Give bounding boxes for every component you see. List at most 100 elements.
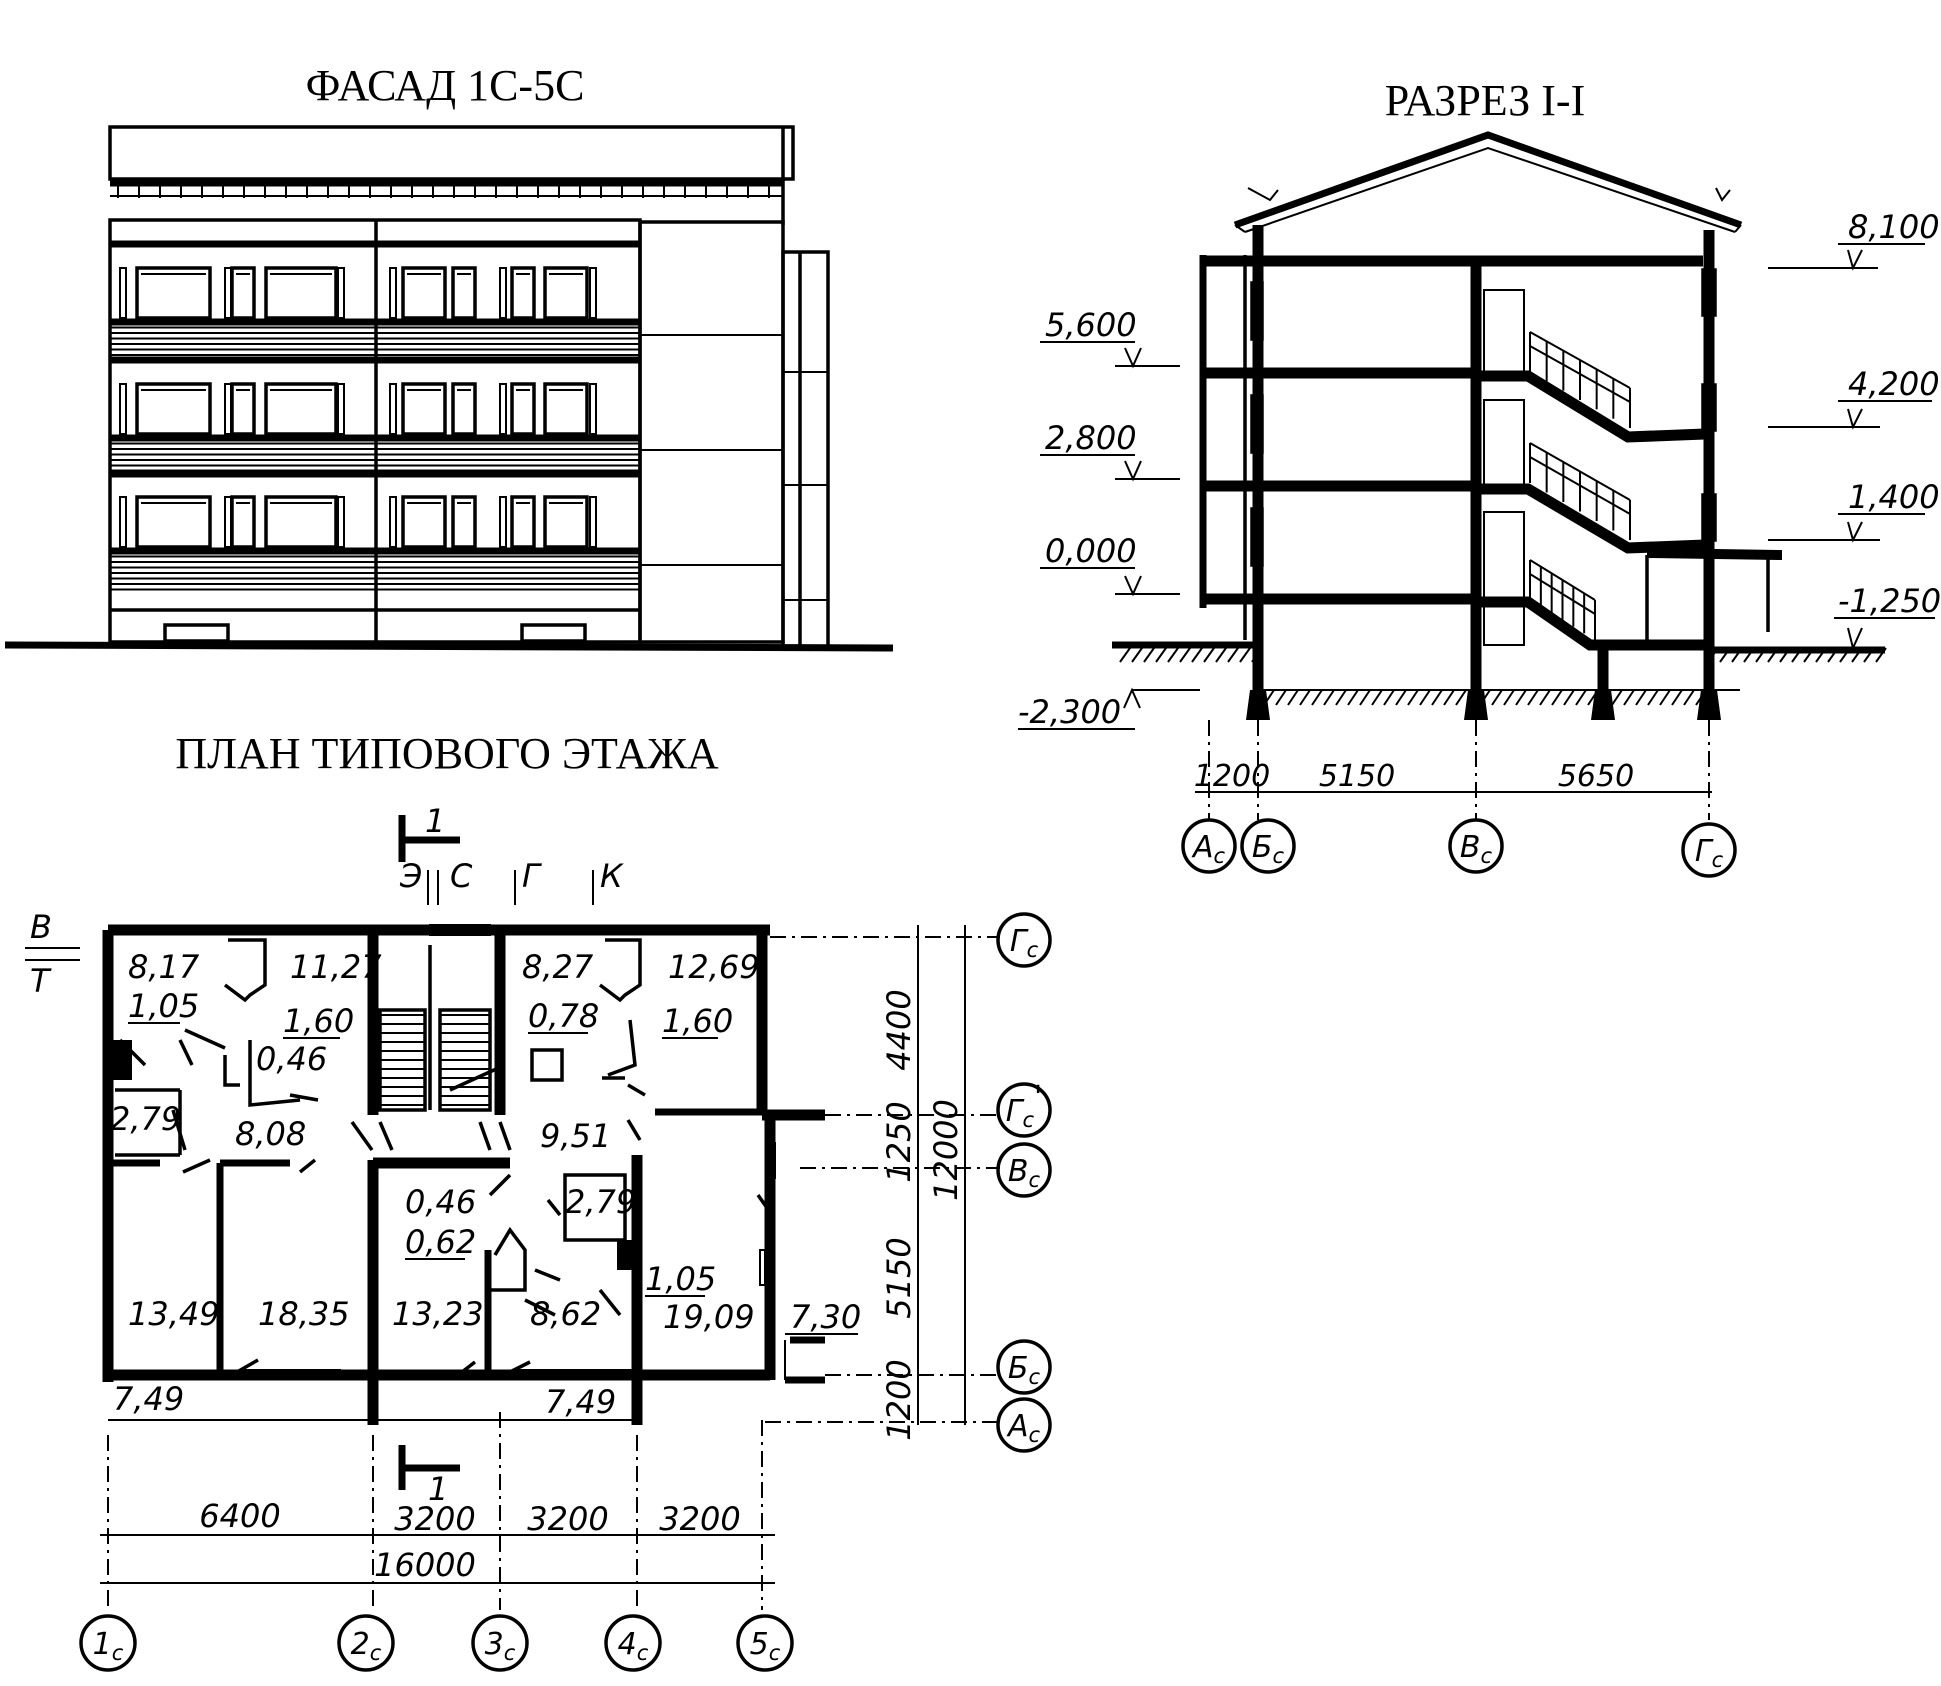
plan-dim: 3200	[527, 1500, 608, 1538]
facade-window	[264, 266, 338, 320]
facade-pier	[119, 383, 127, 435]
hatch-stroke	[1215, 647, 1227, 663]
plan-door	[756, 1193, 774, 1217]
plan-doors	[118, 1028, 774, 1374]
elev-label: -2,300	[1018, 693, 1121, 731]
section-axis-bubble-v: Вс	[1448, 818, 1504, 874]
plan-door	[460, 1360, 477, 1374]
section-footing	[1464, 690, 1488, 720]
hatch-stroke	[1395, 689, 1407, 706]
section-window	[1250, 507, 1264, 567]
svg-text:Гс': Гс'	[1006, 1080, 1043, 1132]
plan-stair-treads	[380, 1014, 490, 1106]
plan-chimney	[110, 1040, 132, 1080]
plan-dim: 6400	[199, 1497, 280, 1535]
svg-text:Гс: Гс	[1695, 834, 1724, 872]
section-axis-bubble-b: Бс	[1240, 818, 1296, 874]
hatch-stroke	[1443, 689, 1455, 706]
section-canopy	[1647, 548, 1782, 560]
facade-floors	[110, 240, 640, 591]
section-gutter-right	[1715, 187, 1731, 202]
facade-side-block	[781, 250, 830, 649]
hatch-stroke	[1155, 647, 1167, 663]
hatch-stroke	[1383, 689, 1395, 706]
facade-window	[451, 266, 477, 320]
plan-door	[236, 1358, 259, 1374]
facade-window	[401, 495, 447, 549]
plan-door	[534, 1268, 561, 1282]
section-dim: 5650	[1558, 759, 1634, 794]
room-area: 1,60	[662, 1002, 733, 1040]
room-area: 19,09	[663, 1298, 755, 1336]
svg-text:Вс: Вс	[1460, 830, 1493, 868]
section-eave-left	[1234, 224, 1246, 233]
plan-window	[429, 924, 491, 936]
section-door	[1483, 604, 1525, 646]
section-drawing: 8,100 5,600 4,200 2,800	[1018, 131, 1941, 878]
section-window	[1250, 281, 1264, 341]
elev-arrow	[1123, 687, 1141, 709]
facade-window	[135, 266, 212, 320]
facade-pier	[499, 267, 507, 319]
facade-pier	[389, 267, 397, 319]
plan-door	[289, 1093, 319, 1102]
section-roof-outer	[1233, 131, 1743, 229]
section-door	[1483, 399, 1525, 489]
svg-text:Бс: Бс	[1008, 1351, 1041, 1389]
hatch-stroke	[1299, 689, 1311, 706]
facade-pier	[499, 496, 507, 548]
facade-staircase-block	[638, 220, 785, 644]
typical-floor-plan: 8,17 11,27 1,05 1,60 0,46 2,79 8,08 8,27…	[25, 802, 1052, 1672]
hatch-stroke	[1635, 689, 1647, 706]
section-ground-hatching	[1119, 647, 1887, 706]
room-area: 13,23	[392, 1295, 484, 1333]
room-area: 7,49	[545, 1383, 616, 1421]
facade-window	[230, 266, 256, 320]
elev-arrow	[1847, 521, 1863, 543]
facade-window	[401, 382, 447, 436]
room-area: 8,27	[522, 948, 594, 986]
facade-pier	[389, 496, 397, 548]
plan-bath-fixture	[598, 938, 642, 1003]
section-window	[1701, 383, 1717, 432]
hatch-stroke	[1311, 689, 1323, 706]
section-stair-flight	[1478, 483, 1706, 554]
svg-text:5с: 5с	[750, 1627, 781, 1665]
facade-window	[451, 382, 477, 436]
facade-pier	[224, 267, 232, 319]
hatch-stroke	[1803, 647, 1815, 663]
facade-window	[510, 495, 536, 549]
elev-arrow	[1124, 575, 1142, 597]
facade-pier	[389, 383, 397, 435]
hatch-stroke	[1683, 689, 1695, 706]
section-footing	[1246, 690, 1270, 720]
room-area: 0,46	[405, 1183, 476, 1221]
room-area: 2,79	[110, 1100, 181, 1138]
hatch-stroke	[1287, 689, 1299, 706]
room-area: 7,49	[113, 1380, 184, 1418]
facade-pier	[589, 383, 597, 435]
hatch-stroke	[1407, 689, 1419, 706]
elev-1400: 1,400	[1768, 478, 1940, 543]
hatch-stroke	[1347, 689, 1359, 706]
room-area: 9,51	[540, 1117, 611, 1155]
plan-room-areas: 8,17 11,27 1,05 1,60 0,46 2,79 8,08 8,27…	[110, 948, 861, 1421]
plan-door	[350, 1120, 374, 1152]
section-footing	[1591, 690, 1615, 720]
hatch-stroke	[1851, 647, 1863, 663]
elev-arrow	[1847, 408, 1863, 430]
room-area: 8,08	[235, 1115, 306, 1153]
facade-parapet	[108, 125, 795, 181]
hatch-stroke	[1551, 689, 1563, 706]
elev-label: 4,200	[1848, 365, 1940, 403]
plan-door	[178, 1039, 194, 1066]
elev-2800: 2,800	[1040, 419, 1180, 482]
plan-window	[769, 1142, 776, 1179]
elev-8100: 8,100	[1768, 208, 1940, 271]
plan-dim-total: 16000	[374, 1546, 476, 1584]
hatch-stroke	[1227, 647, 1239, 663]
facade-window	[510, 382, 536, 436]
utility-label-v: В	[30, 908, 52, 946]
svg-text:Ас: Ас	[1191, 830, 1226, 868]
section-title: РАЗРЕЗ I-I	[1385, 76, 1585, 125]
